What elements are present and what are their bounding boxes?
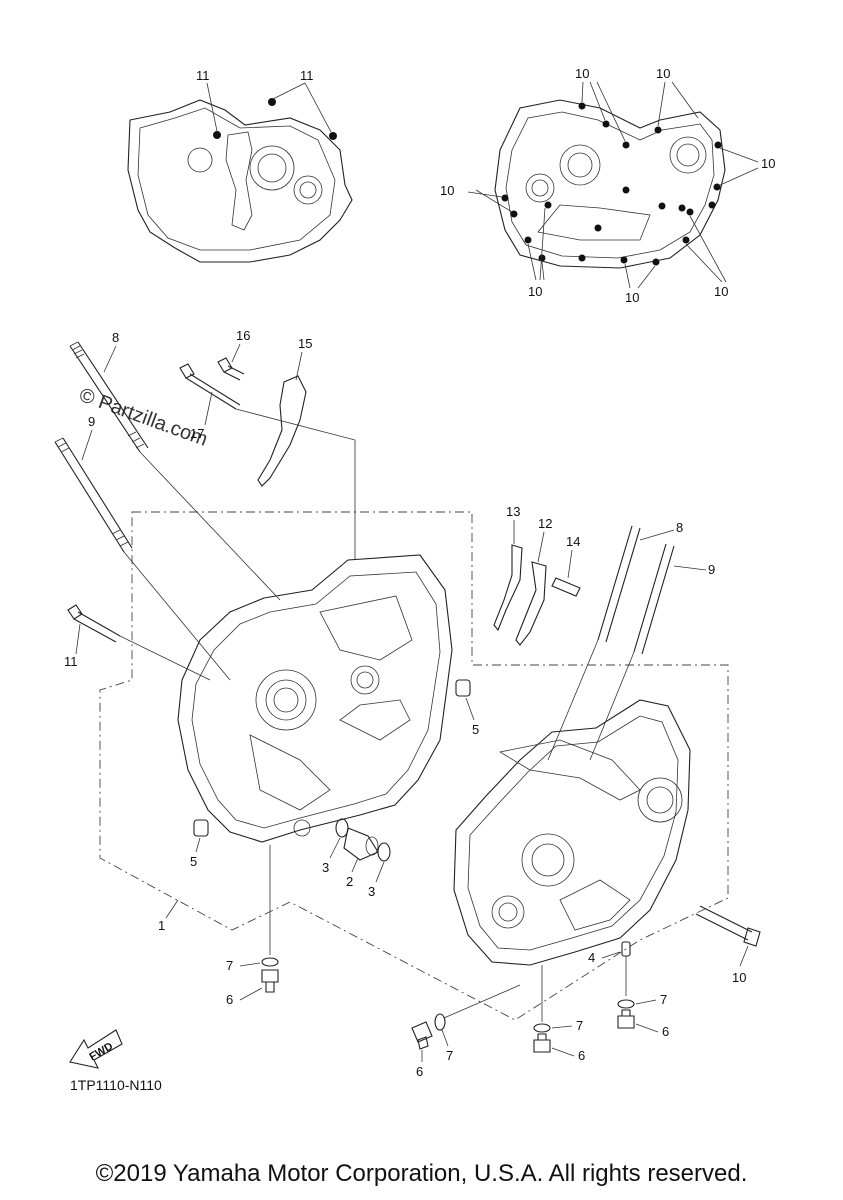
gasket-7 — [261, 957, 279, 967]
callout-3: 3 — [322, 860, 329, 875]
copyright-notice: ©2019 Yamaha Motor Corporation, U.S.A. A… — [95, 1160, 748, 1187]
drain-bolt-6 — [533, 1033, 551, 1053]
right-crankcase-bolt-view: 10 10 10 10 10 10 10 — [440, 66, 775, 305]
callout-10: 10 — [440, 183, 454, 198]
bolt-dot — [268, 98, 276, 106]
fwd-label: FWD — [87, 1040, 115, 1063]
stud-bolt-9-left — [54, 437, 133, 553]
callout-11: 11 — [64, 654, 78, 669]
callout-6: 6 — [578, 1048, 585, 1063]
callout-9: 9 — [88, 414, 95, 429]
callout-7: 7 — [446, 1048, 453, 1063]
callout-11: 11 — [196, 68, 210, 83]
drain-bolt-6 — [617, 1009, 635, 1029]
bolt-17 — [179, 363, 241, 410]
bolt-dot — [213, 131, 221, 139]
guide-13 — [493, 544, 523, 632]
callout-9: 9 — [708, 562, 715, 577]
stud-bolt-8-left — [69, 341, 149, 453]
callout-11: 11 — [300, 68, 314, 83]
bolt-16 — [217, 357, 245, 381]
guide-12 — [515, 561, 547, 646]
callout-1: 1 — [158, 918, 165, 933]
callout-6: 6 — [662, 1024, 669, 1039]
dowel-pin-5 — [193, 819, 209, 837]
exploded-parts-diagram: 11 11 — [54, 66, 775, 1093]
guide-15 — [257, 375, 307, 487]
callout-15: 15 — [298, 336, 312, 351]
callout-10: 10 — [656, 66, 670, 81]
assembly-boundary-left — [99, 511, 729, 1021]
gasket-7 — [434, 1013, 446, 1031]
callout-16: 16 — [236, 328, 250, 343]
o-ring-3 — [377, 842, 391, 862]
gasket-7 — [533, 1023, 551, 1033]
o-ring-3 — [335, 818, 349, 838]
left-crankcase-bolt-view: 11 11 — [127, 68, 353, 263]
callout-17: 17 — [190, 426, 204, 441]
callout-10: 10 — [575, 66, 589, 81]
callout-12: 12 — [538, 516, 552, 531]
diagram-code: 1TP1110-N110 — [70, 1077, 162, 1093]
callout-7: 7 — [576, 1018, 583, 1033]
bolt-10 — [695, 905, 761, 947]
stud-bolt-9-right — [633, 543, 675, 655]
callout-10: 10 — [761, 156, 775, 171]
callout-14: 14 — [566, 534, 580, 549]
callout-7: 7 — [660, 992, 667, 1007]
callout-7: 7 — [226, 958, 233, 973]
callout-10: 10 — [528, 284, 542, 299]
bolt-14 — [551, 577, 581, 597]
drain-bolt-6 — [261, 969, 279, 993]
callout-10: 10 — [714, 284, 728, 299]
crankcase-right-half — [453, 699, 691, 966]
collar-2 — [343, 827, 379, 861]
callout-10: 10 — [732, 970, 746, 985]
callout-5: 5 — [472, 722, 479, 737]
callout-8: 8 — [676, 520, 683, 535]
callout-2: 2 — [346, 874, 353, 889]
bolt-dots — [501, 102, 722, 266]
callout-13: 13 — [506, 504, 520, 519]
stud-bolt-8-right — [597, 525, 641, 643]
callout-3: 3 — [368, 884, 375, 899]
callout-6: 6 — [416, 1064, 423, 1079]
callout-5: 5 — [190, 854, 197, 869]
bolt-dot — [329, 132, 337, 140]
dowel-pin-5 — [455, 679, 471, 697]
forward-arrow-icon: FWD — [69, 1029, 123, 1069]
drain-bolt-6 — [411, 1021, 433, 1050]
bolt-11 — [67, 604, 121, 643]
callout-10: 10 — [625, 290, 639, 305]
callout-4: 4 — [588, 950, 595, 965]
crankcase-left-half — [177, 554, 453, 843]
gasket-7 — [617, 999, 635, 1009]
callout-6: 6 — [226, 992, 233, 1007]
callout-8: 8 — [112, 330, 119, 345]
